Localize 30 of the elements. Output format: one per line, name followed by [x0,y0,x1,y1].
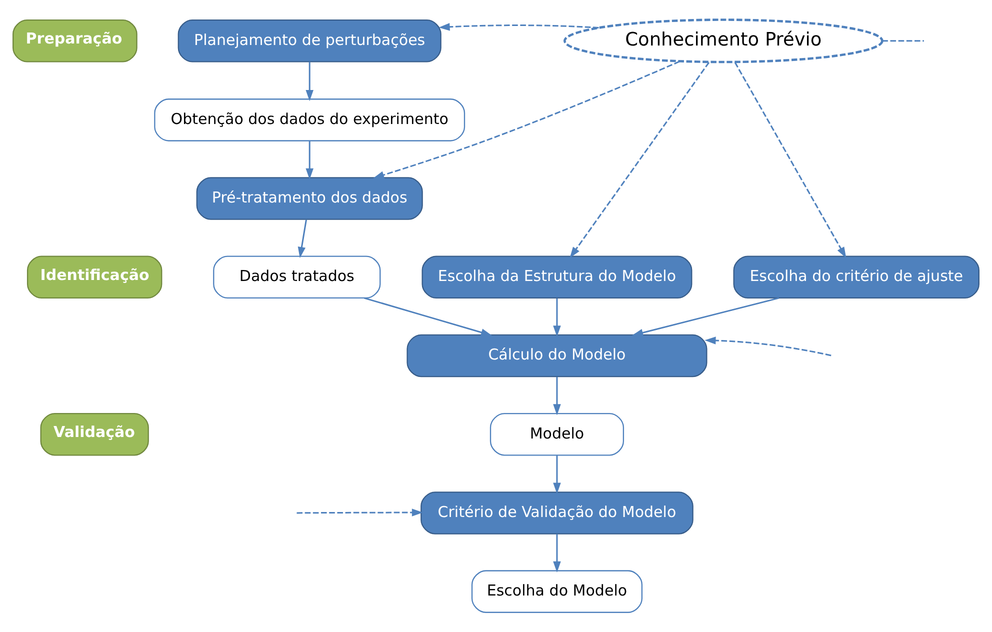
arrow [632,297,780,337]
node-box: Escolha da Estrutura do Modelo [422,256,692,299]
arrow [372,60,680,179]
connector [882,40,924,42]
arrow [553,534,561,573]
node-box: Escolha do critério de ajuste [733,256,980,299]
arrow [553,376,561,416]
node-box: Validação [40,412,149,456]
arrow [734,62,846,258]
arrow [364,297,492,336]
node-box: Critério de Validação do Modelo [420,492,694,534]
arrow [296,508,424,516]
node-box: Obtenção dos dados do experimento [154,98,466,142]
node-box: Dados tratados [213,256,381,299]
node-box: Escolha do Modelo [471,570,643,613]
node-box: Cálculo do Modelo [406,334,708,378]
arrow [298,220,307,258]
arrow [306,62,314,102]
node-box: Pré-tratamento dos dados [196,177,423,220]
node-box: Modelo [490,412,624,456]
arrow [704,336,832,356]
arrow [306,141,314,180]
node-box: Planejamento de perturbações [178,20,442,62]
arrow [553,298,561,337]
arrow [570,62,710,258]
arrow [553,456,561,494]
node-box: Preparação [12,20,138,62]
arrow [438,23,599,31]
node-ellipse: Conhecimento Prévio [564,18,884,64]
node-box: Identificação [26,256,162,299]
